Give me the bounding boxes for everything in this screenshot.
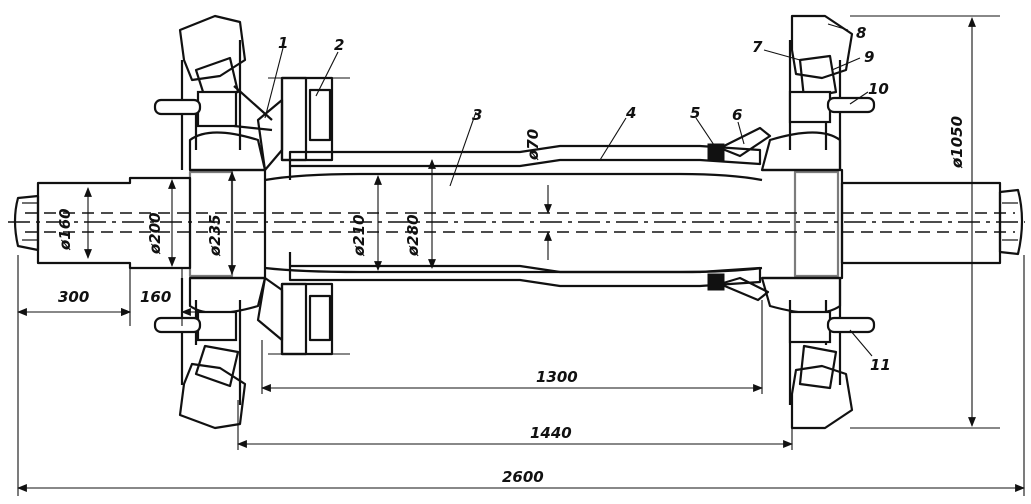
part-numbers: 1 2 3 4 5 6 7 8 9 10 11 xyxy=(278,24,891,374)
length-label: 1300 xyxy=(536,368,578,386)
part-label: 1 xyxy=(278,34,288,52)
length-label: 160 xyxy=(140,288,171,306)
length-label: 300 xyxy=(58,288,89,306)
diameter-label: ø1050 xyxy=(948,116,966,169)
tube-sleeve xyxy=(288,126,772,302)
diameter-label: ø160 xyxy=(56,208,74,251)
part-label: 11 xyxy=(870,356,891,374)
dimension-values: ø160 ø200 ø235 ø210 ø280 ø70 ø1050 300 1… xyxy=(56,116,966,486)
gear-wheel xyxy=(256,76,350,356)
part-label: 4 xyxy=(625,104,636,122)
part-label: 7 xyxy=(752,38,763,56)
left-wheel xyxy=(153,14,273,430)
diameter-label: ø235 xyxy=(206,214,224,257)
dimension-lines xyxy=(17,15,1025,496)
diameter-label: ø210 xyxy=(350,214,368,257)
part-label: 9 xyxy=(864,48,874,66)
part-label: 2 xyxy=(334,36,344,54)
length-label: 2600 xyxy=(502,468,544,486)
length-label: 1440 xyxy=(530,424,572,442)
part-label: 10 xyxy=(868,80,889,98)
part-label: 3 xyxy=(472,106,482,124)
part-label: 5 xyxy=(690,104,700,122)
leader-lines xyxy=(264,23,873,357)
diameter-label: ø70 xyxy=(524,129,542,161)
part-label: 6 xyxy=(732,106,742,124)
part-label: 8 xyxy=(856,24,866,42)
diameter-label: ø280 xyxy=(404,214,422,257)
diameter-label: ø200 xyxy=(146,212,164,255)
